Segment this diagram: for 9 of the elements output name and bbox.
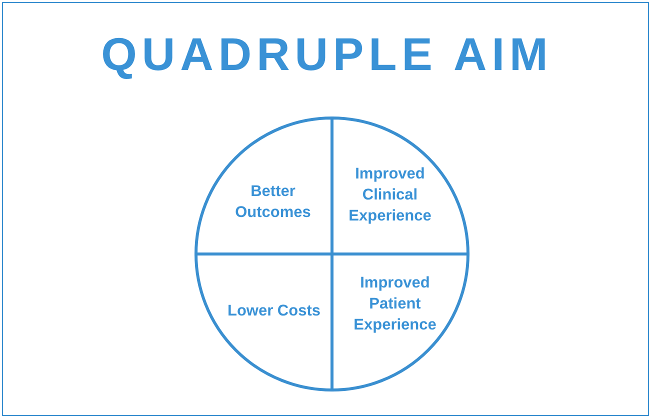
quadrant-label: Better Outcomes: [234, 182, 312, 223]
quadrant-label: Improved Clinical Experience: [348, 164, 432, 226]
circle-quadrant: [332, 254, 468, 390]
circle-quadrant: [196, 254, 332, 390]
circle-quadrant: [332, 118, 468, 254]
quadrant-label: Lower Costs: [226, 302, 322, 322]
circle-quadrant: [196, 118, 332, 254]
quadrant-label: Improved Patient Experience: [352, 274, 438, 336]
title: QUADRUPLE AIM: [100, 28, 554, 80]
